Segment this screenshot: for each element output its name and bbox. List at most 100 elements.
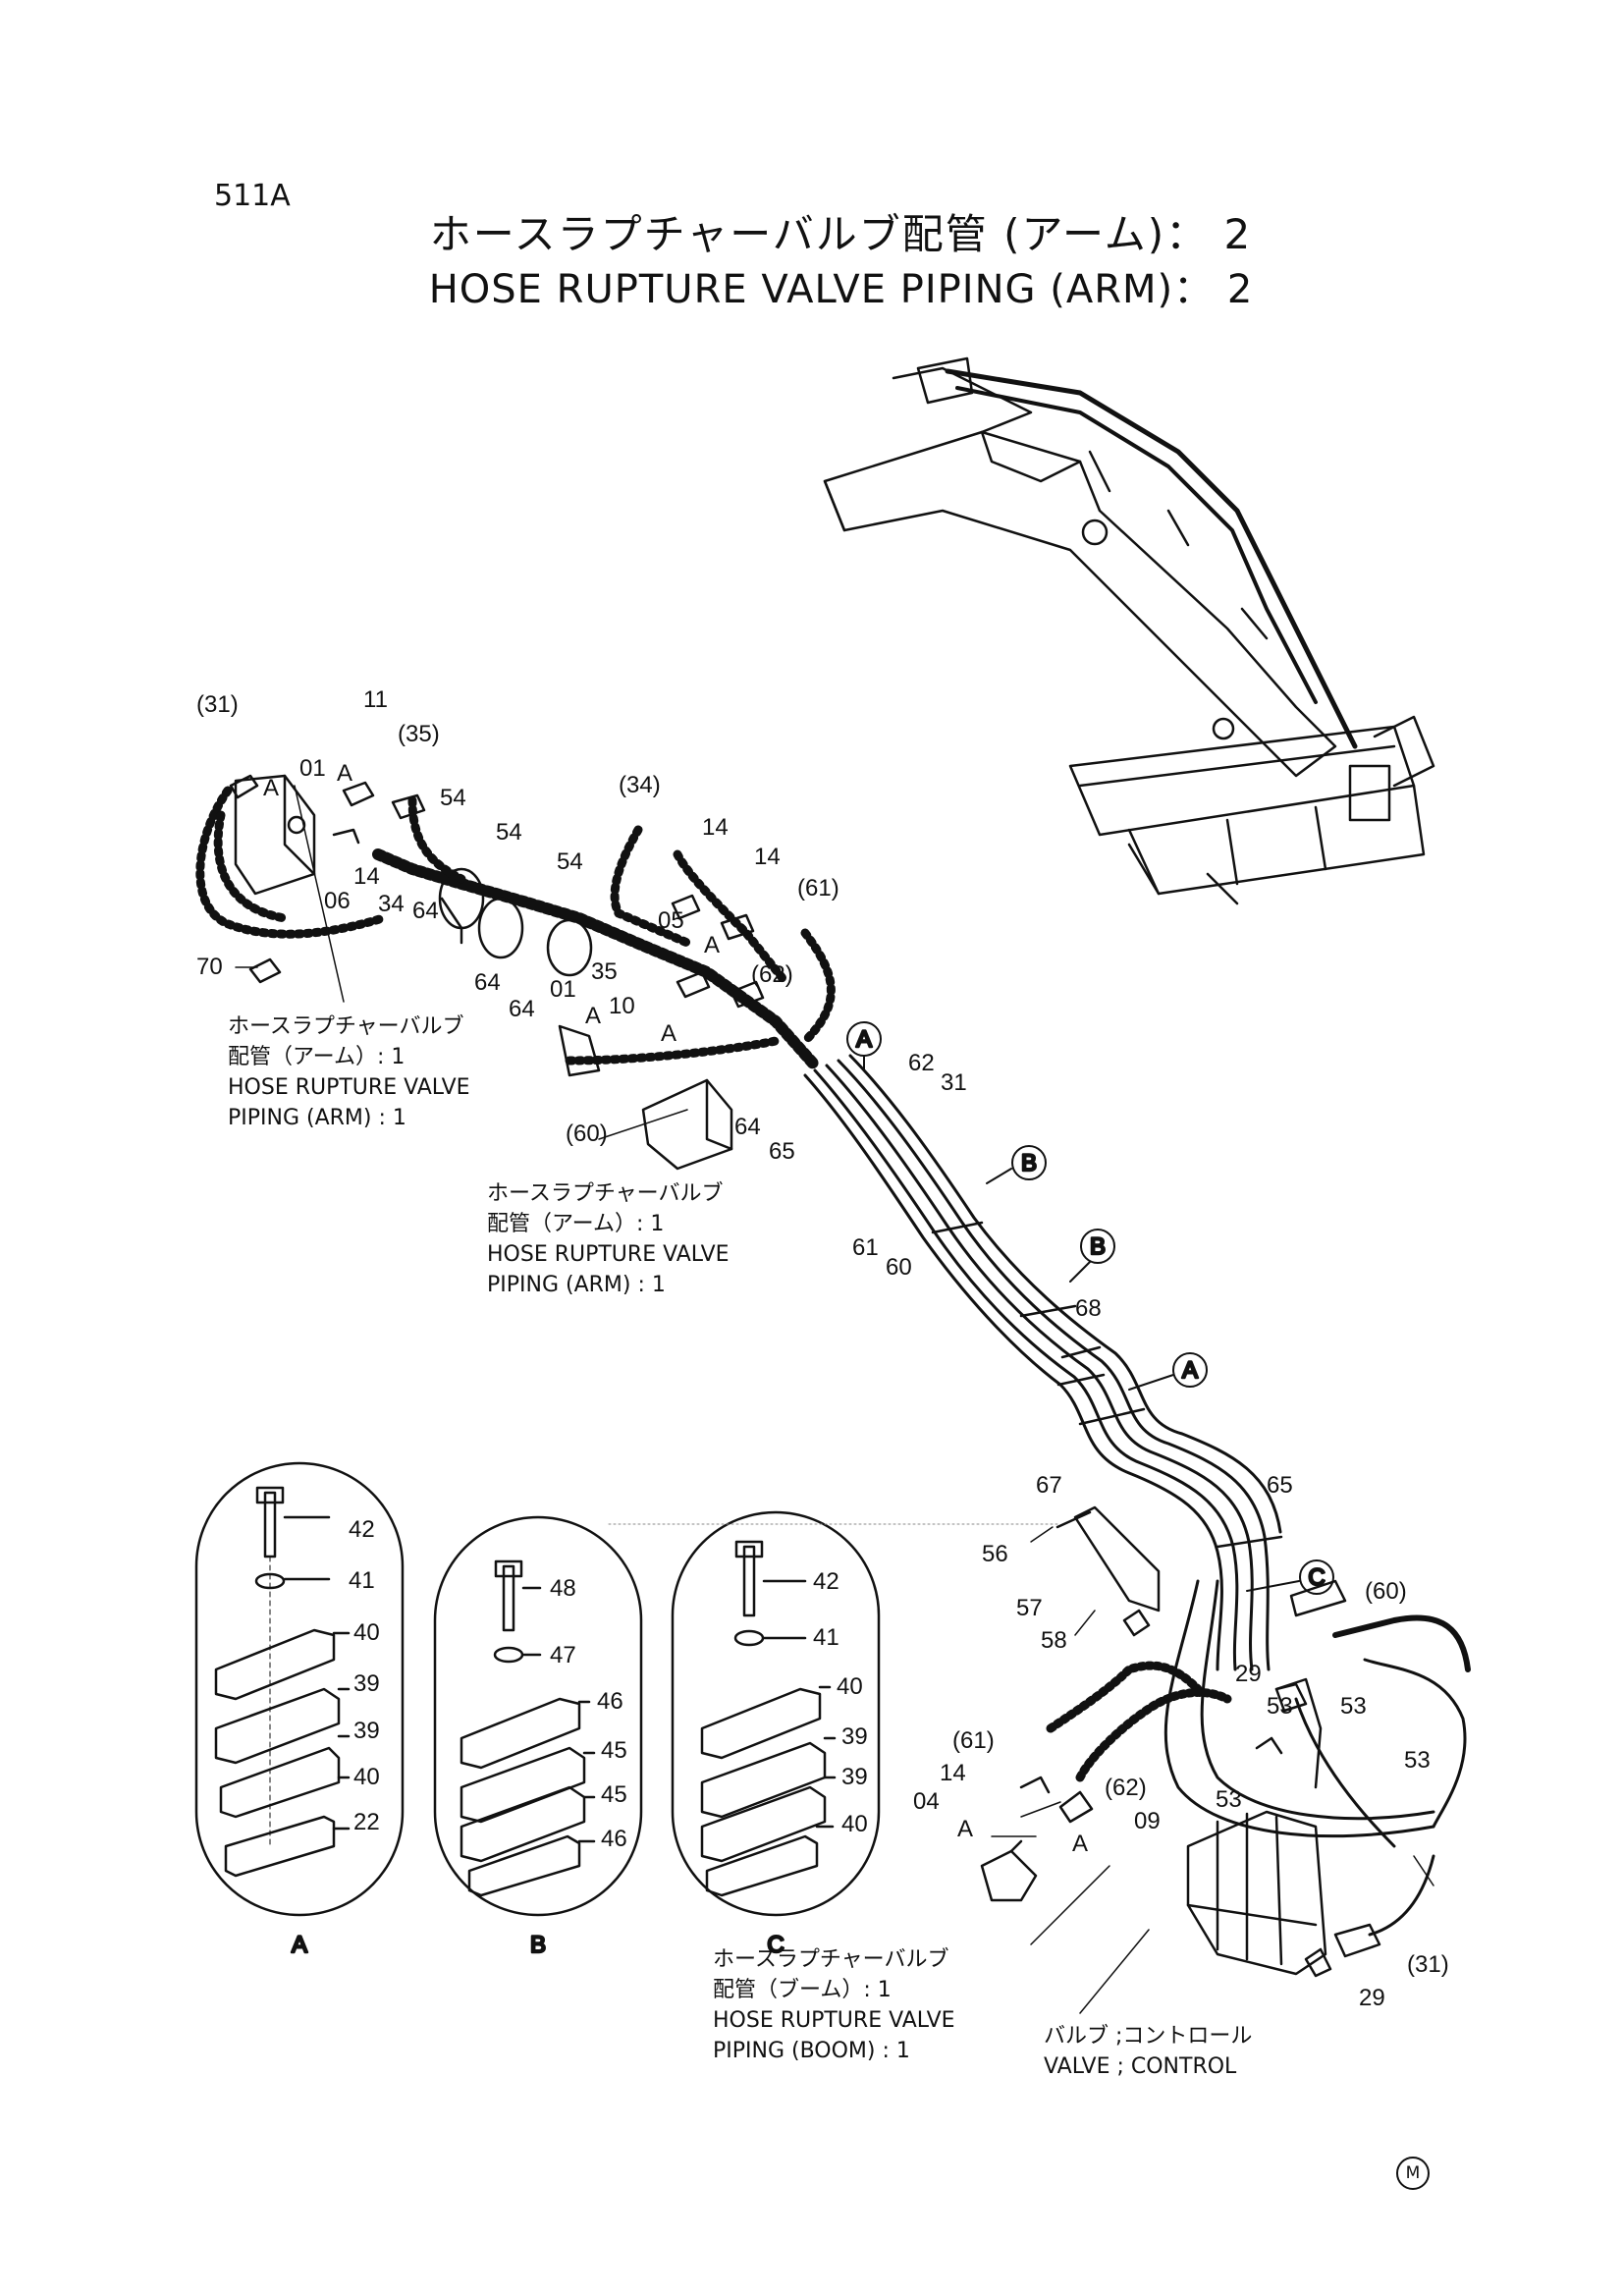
- callout-68: 68: [1075, 1295, 1102, 1322]
- callout-61: 61: [852, 1234, 879, 1261]
- callout-39: 39: [353, 1718, 380, 1744]
- callout-35: (35): [398, 721, 440, 747]
- section-markers: [846, 1021, 1334, 1595]
- callout-45: 45: [601, 1781, 627, 1808]
- detail-view-c: [671, 1510, 881, 1917]
- note-arm-piping-1: ホースラプチャーバルブ 配管（アーム）: 1 HOSE RUPTURE VALV…: [228, 1014, 470, 1130]
- leader-lines: [235, 785, 1434, 2014]
- callout-31: 31: [941, 1069, 967, 1096]
- callout-54: 54: [496, 819, 522, 846]
- callout-64: 64: [509, 996, 535, 1022]
- callout-64: 64: [734, 1114, 761, 1140]
- callout-35: 35: [591, 958, 618, 985]
- callout-14: 14: [754, 844, 781, 870]
- callout-06: 06: [324, 888, 351, 914]
- excavator-boom-illustration: [823, 356, 1435, 905]
- callout-54: 54: [440, 785, 466, 811]
- callout-40: 40: [353, 1764, 380, 1790]
- callout-53: 53: [1404, 1747, 1431, 1774]
- callout-31: (31): [196, 691, 239, 718]
- detail-view-a: [194, 1461, 405, 1917]
- callout-70: 70: [196, 954, 223, 980]
- callout-29: 29: [1359, 1985, 1385, 2011]
- callout-57: 57: [1016, 1595, 1043, 1621]
- callout-62: (62): [1105, 1775, 1147, 1801]
- callout-58: 58: [1041, 1627, 1067, 1654]
- callout-41: 41: [349, 1567, 375, 1594]
- callout-42: 42: [813, 1568, 839, 1595]
- callout-39: 39: [353, 1670, 380, 1697]
- callout-65: 65: [769, 1138, 795, 1165]
- callout-09: 09: [1134, 1808, 1161, 1834]
- detail-label-a: A: [292, 1932, 307, 1958]
- callout-46: 46: [597, 1688, 623, 1715]
- page-title-japanese: ホースラプチャーバルブ配管 (アーム)： 2: [429, 210, 1253, 258]
- callout-42: 42: [349, 1516, 375, 1543]
- callout-61: (61): [797, 875, 839, 902]
- callout-39: 39: [841, 1764, 868, 1790]
- callout-a: A: [263, 775, 279, 801]
- callout-61: (61): [952, 1727, 995, 1754]
- callout-a: A: [337, 760, 352, 787]
- detail-label-c: C: [767, 1932, 784, 1958]
- callout-a: A: [661, 1020, 676, 1047]
- callout-41: 41: [813, 1624, 839, 1651]
- section-marker-b1: B: [1021, 1150, 1037, 1176]
- callout-a: A: [704, 932, 720, 958]
- detail-label-b: B: [530, 1932, 546, 1958]
- arm-valve-hose-assembly: [195, 774, 836, 1171]
- callout-31: (31): [1407, 1951, 1449, 1978]
- callout-01: 01: [299, 755, 326, 782]
- main-hose-bundle: [803, 1054, 1471, 1978]
- callout-14: 14: [702, 814, 729, 841]
- page-code: 511A: [214, 179, 291, 213]
- callout-53: 53: [1340, 1693, 1367, 1720]
- callout-34: 34: [378, 891, 405, 917]
- callout-05: 05: [658, 907, 684, 934]
- callout-34: (34): [619, 772, 661, 798]
- callout-53: 53: [1267, 1693, 1293, 1720]
- callout-62: 62: [908, 1050, 935, 1076]
- callout-67: 67: [1036, 1472, 1062, 1499]
- callout-60: (60): [1365, 1578, 1407, 1605]
- callout-60: (60): [566, 1121, 608, 1147]
- callout-39: 39: [841, 1723, 868, 1750]
- callout-64: 64: [412, 898, 439, 924]
- callout-14: 14: [940, 1760, 966, 1786]
- callout-46: 46: [601, 1826, 627, 1852]
- section-marker-c1: C: [1308, 1564, 1325, 1591]
- callout-a: A: [585, 1003, 601, 1029]
- footer-mark: M: [1396, 2157, 1430, 2190]
- detail-view-b: [433, 1515, 643, 1917]
- note-boom-piping: ホースラプチャーバルブ 配管（ブーム）: 1 HOSE RUPTURE VALV…: [713, 1947, 955, 2063]
- callout-64: 64: [474, 969, 501, 996]
- callout-47: 47: [550, 1642, 576, 1668]
- callout-40: 40: [353, 1619, 380, 1646]
- callout-53: 53: [1216, 1786, 1242, 1813]
- callout-56: 56: [982, 1541, 1008, 1567]
- page-title-english: HOSE RUPTURE VALVE PIPING (ARM)： 2: [428, 267, 1254, 312]
- section-marker-b2: B: [1090, 1233, 1106, 1260]
- callout-14: 14: [353, 863, 380, 890]
- callout-a: A: [957, 1816, 973, 1842]
- callout-11: 11: [363, 686, 388, 713]
- callout-62: (62): [751, 961, 793, 988]
- section-marker-a1: A: [856, 1026, 872, 1053]
- callout-10: 10: [609, 993, 635, 1019]
- callout-54: 54: [557, 848, 583, 875]
- part-callouts: (31) 11 (35) 01 A A 06 14 34 64 54 54 54…: [196, 686, 1449, 2011]
- callout-60: 60: [886, 1254, 912, 1281]
- callout-48: 48: [550, 1575, 576, 1602]
- note-arm-piping-2: ホースラプチャーバルブ 配管（アーム）: 1 HOSE RUPTURE VALV…: [487, 1181, 730, 1297]
- callout-45: 45: [601, 1737, 627, 1764]
- callout-40: 40: [837, 1673, 863, 1700]
- callout-01: 01: [550, 976, 576, 1003]
- callout-65: 65: [1267, 1472, 1293, 1499]
- callout-29: 29: [1235, 1661, 1262, 1687]
- section-marker-a2: A: [1182, 1357, 1198, 1384]
- callout-a: A: [1072, 1831, 1088, 1857]
- callout-40: 40: [841, 1811, 868, 1837]
- callout-04: 04: [913, 1788, 940, 1815]
- note-control-valve: バルブ ;コントロール VALVE ; CONTROL: [1044, 2024, 1253, 2079]
